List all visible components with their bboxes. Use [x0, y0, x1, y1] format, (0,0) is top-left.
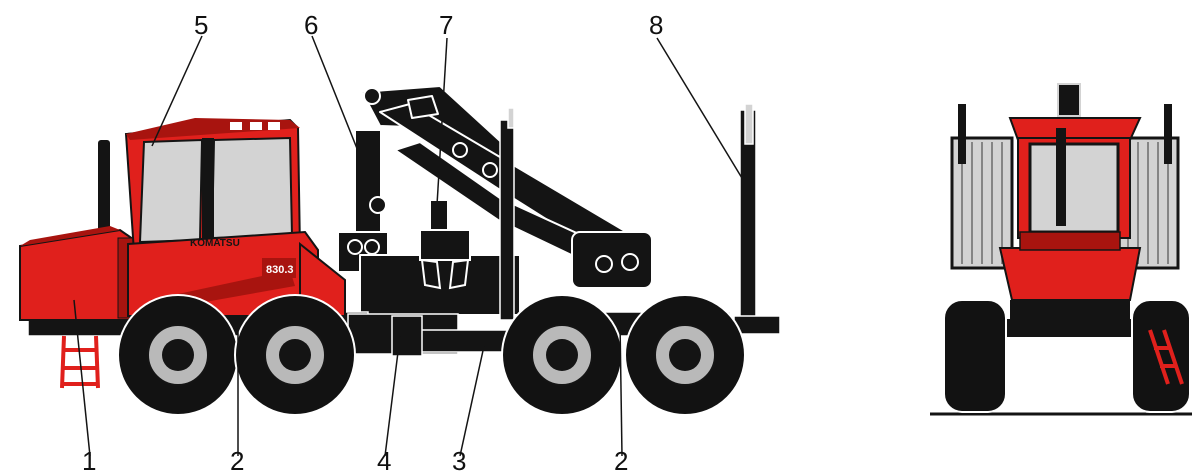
ladder	[60, 335, 100, 389]
log-bunks	[950, 104, 1180, 270]
wheel	[624, 294, 746, 416]
wheel	[117, 294, 239, 416]
front-cab	[1008, 117, 1142, 239]
cab	[124, 118, 302, 254]
brand-text: KOMATSU	[190, 238, 240, 249]
exhaust-pipe	[98, 140, 110, 238]
label-2-front: 2	[230, 446, 245, 476]
label-7: 7	[439, 10, 454, 40]
label-8: 8	[649, 10, 664, 40]
crane	[337, 85, 653, 316]
load-stakes	[499, 103, 781, 335]
wheel	[501, 294, 623, 416]
front-wheel-left	[943, 299, 1007, 413]
label-2-rear: 2	[614, 446, 629, 476]
wheels	[117, 294, 746, 416]
leader-lines	[73, 35, 749, 457]
label-1: 1	[82, 446, 97, 476]
model-text: 830.3	[266, 264, 294, 276]
front-body	[971, 231, 1159, 339]
grapple	[419, 199, 471, 290]
side-view: KOMATSU 830.3	[19, 85, 781, 416]
label-6: 6	[304, 10, 319, 40]
crane-joints	[347, 87, 639, 273]
engine-hood	[19, 226, 141, 321]
wheel	[234, 294, 356, 416]
front-view	[930, 83, 1192, 416]
label-5: 5	[194, 10, 209, 40]
front-ladder	[1148, 329, 1184, 385]
front-crane-top	[1057, 83, 1081, 117]
label-3: 3	[452, 446, 467, 476]
front-wheel-right	[1131, 299, 1191, 413]
label-4: 4	[377, 446, 392, 476]
